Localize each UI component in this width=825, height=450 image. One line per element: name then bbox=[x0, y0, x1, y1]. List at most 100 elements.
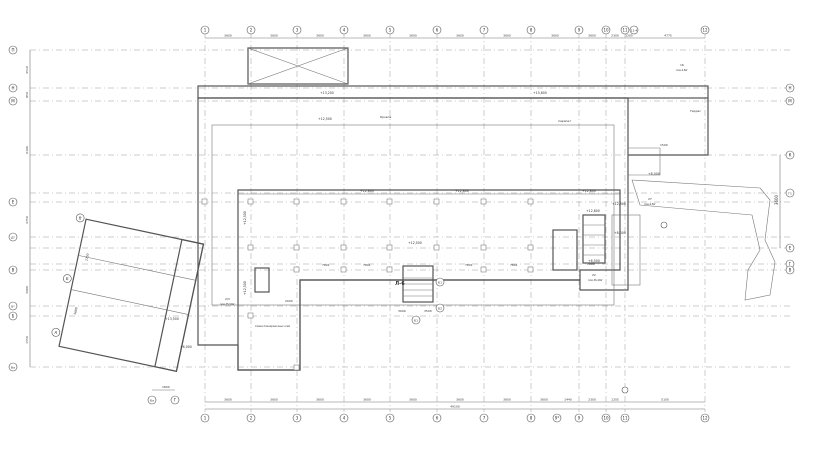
dim-label: 2000 bbox=[285, 299, 293, 303]
elevation-mark: +8,000 bbox=[614, 231, 626, 235]
elevation-mark: +12,800 bbox=[612, 202, 626, 206]
top-dim: 3600 bbox=[270, 34, 278, 38]
room-number: 2/3 bbox=[225, 297, 230, 301]
room-number: 16 bbox=[680, 63, 684, 67]
top-axis-label: 4 bbox=[343, 28, 346, 33]
note-label: Схема планировочных осей bbox=[255, 325, 290, 328]
top-axis-label: 7 bbox=[483, 28, 486, 33]
wing-dim: 3600 bbox=[73, 307, 79, 315]
top-axis-label: 11 bbox=[622, 28, 628, 33]
top-axis-label: 12 bbox=[702, 28, 708, 33]
left-dim: 4750 bbox=[25, 216, 29, 224]
left-axis-label: Б* bbox=[11, 305, 15, 309]
elevation-mark: +12,500 bbox=[243, 281, 247, 295]
bottom-dim: 1440 bbox=[564, 398, 572, 402]
bottom-axis-label: 10 bbox=[603, 416, 609, 421]
bottom-dim: 3600 bbox=[316, 398, 324, 402]
room-area: пом.35,50м² bbox=[220, 303, 235, 306]
left-dim: 6100 bbox=[25, 146, 29, 154]
top-axis-label: 2 bbox=[250, 28, 253, 33]
bottom-axis-label: 12 bbox=[702, 416, 708, 421]
elevation-mark: +12,800 bbox=[360, 189, 374, 193]
left-axis-bubbles: П Н М Е Д* В Б* Б Ва bbox=[8, 45, 18, 372]
elevation-mark: +12,500 bbox=[408, 241, 422, 245]
bottom-dim: 3600 bbox=[540, 398, 548, 402]
roof-label: Кровля bbox=[380, 115, 392, 119]
bottom-dim: 3600 bbox=[270, 398, 278, 402]
elevation-mark: +6,500 bbox=[588, 259, 600, 263]
bottom-dim: 3600 bbox=[224, 398, 232, 402]
bottom-dim: 5100 bbox=[661, 398, 669, 402]
left-axis-label: Ва bbox=[11, 366, 15, 370]
wing-dim: 2750 bbox=[84, 253, 90, 261]
elevation-mark: +13,500 bbox=[165, 317, 179, 321]
right-axis-label: Н bbox=[788, 86, 791, 91]
top-axis-label: 6 bbox=[436, 28, 439, 33]
top-axis-label: 8 bbox=[530, 28, 533, 33]
elevation-mark: +15,600 bbox=[533, 91, 547, 95]
stair-axis: Б2 bbox=[438, 307, 442, 311]
wing-bottom-axes: Ба Г bbox=[147, 389, 180, 405]
bottom-dim: 3600 bbox=[456, 398, 464, 402]
vertical-grid-lines bbox=[204, 32, 706, 412]
markers bbox=[621, 221, 668, 394]
left-axis-label: Д* bbox=[11, 236, 15, 240]
elevation-mark: +12,800 bbox=[455, 189, 469, 193]
top-axis-bubbles: 1 2 3 4 5 6 7 8 9 10 11 11-4 12 bbox=[200, 25, 710, 35]
bottom-axis-label: 2 bbox=[250, 416, 253, 421]
bottom-dim: 3600 bbox=[409, 398, 417, 402]
columns bbox=[201, 198, 534, 371]
top-dim: 3600 bbox=[409, 34, 417, 38]
left-axis-label: Н bbox=[11, 86, 14, 91]
top-axis-label: 3 bbox=[296, 28, 299, 33]
bottom-dim: 2300 bbox=[588, 398, 596, 402]
top-axis-label: 9 bbox=[578, 28, 581, 33]
top-dim: 3600 bbox=[456, 34, 464, 38]
room-area: пом.4,8м² bbox=[644, 203, 656, 206]
right-axis-bubbles: Н М К Г1 Е Г В 3600 bbox=[774, 83, 795, 275]
left-dim: 4510 bbox=[25, 66, 29, 74]
bottom-axis-label: 1 bbox=[204, 416, 207, 421]
room-number: 27 bbox=[648, 197, 652, 201]
bottom-axis-label: 6 bbox=[436, 416, 439, 421]
overall-dim: 49100 bbox=[450, 405, 460, 409]
rotated-wing: В Б А 2750 3600 bbox=[51, 213, 205, 372]
top-dim: 3600 bbox=[363, 34, 371, 38]
left-axis-label: Е bbox=[12, 200, 15, 205]
elevation-mark: +12,800 bbox=[586, 209, 600, 213]
left-dimension-chain: 4510 850 6100 4750 3600 1550 bbox=[25, 50, 31, 367]
bottom-axis-label: 9* bbox=[555, 416, 560, 421]
wing-axis-label: А bbox=[54, 330, 58, 336]
top-dim: 1205 bbox=[625, 34, 633, 38]
elevation-mark: +12,500 bbox=[318, 117, 332, 121]
right-axis-label: Е bbox=[789, 246, 792, 251]
elevation-mark: +13,200 bbox=[320, 91, 334, 95]
dim-label: 1500 bbox=[660, 143, 668, 147]
top-dim: 3600 bbox=[316, 34, 324, 38]
left-dim: 3600 bbox=[25, 286, 29, 294]
top-axis-label: 10 bbox=[603, 28, 609, 33]
top-dimension-chain: 3600 3600 3600 3600 3600 3600 3600 3600 … bbox=[205, 34, 705, 39]
wing-axis-label: В bbox=[78, 215, 82, 221]
bottom-dim: 3600 bbox=[363, 398, 371, 402]
top-dim: 3600 bbox=[551, 34, 559, 38]
dim-label: 7801 bbox=[363, 263, 371, 267]
left-axis-label: П bbox=[11, 48, 14, 53]
right-axis-label: В bbox=[789, 268, 792, 273]
bottom-axis-label: 4 bbox=[343, 416, 346, 421]
top-axis-label: 5 bbox=[389, 28, 392, 33]
dim-label: 7801 bbox=[465, 263, 473, 267]
left-dim: 1550 bbox=[25, 336, 29, 344]
bottom-dim: 1205 bbox=[611, 398, 619, 402]
left-axis-label: Б bbox=[12, 314, 15, 319]
room-number: 22 bbox=[592, 273, 596, 277]
bottom-axis-label: 5 bbox=[389, 416, 392, 421]
left-dim: 850 bbox=[25, 92, 29, 98]
wing-bottom-axis: Ба bbox=[150, 399, 154, 403]
stair-axis: Б1 bbox=[438, 281, 442, 285]
bottom-axis-label: 9 bbox=[578, 416, 581, 421]
elevation-mark: +6,000 bbox=[180, 345, 192, 349]
wing-axis-label: Б bbox=[65, 276, 69, 282]
top-dim: 4775 bbox=[664, 34, 672, 38]
